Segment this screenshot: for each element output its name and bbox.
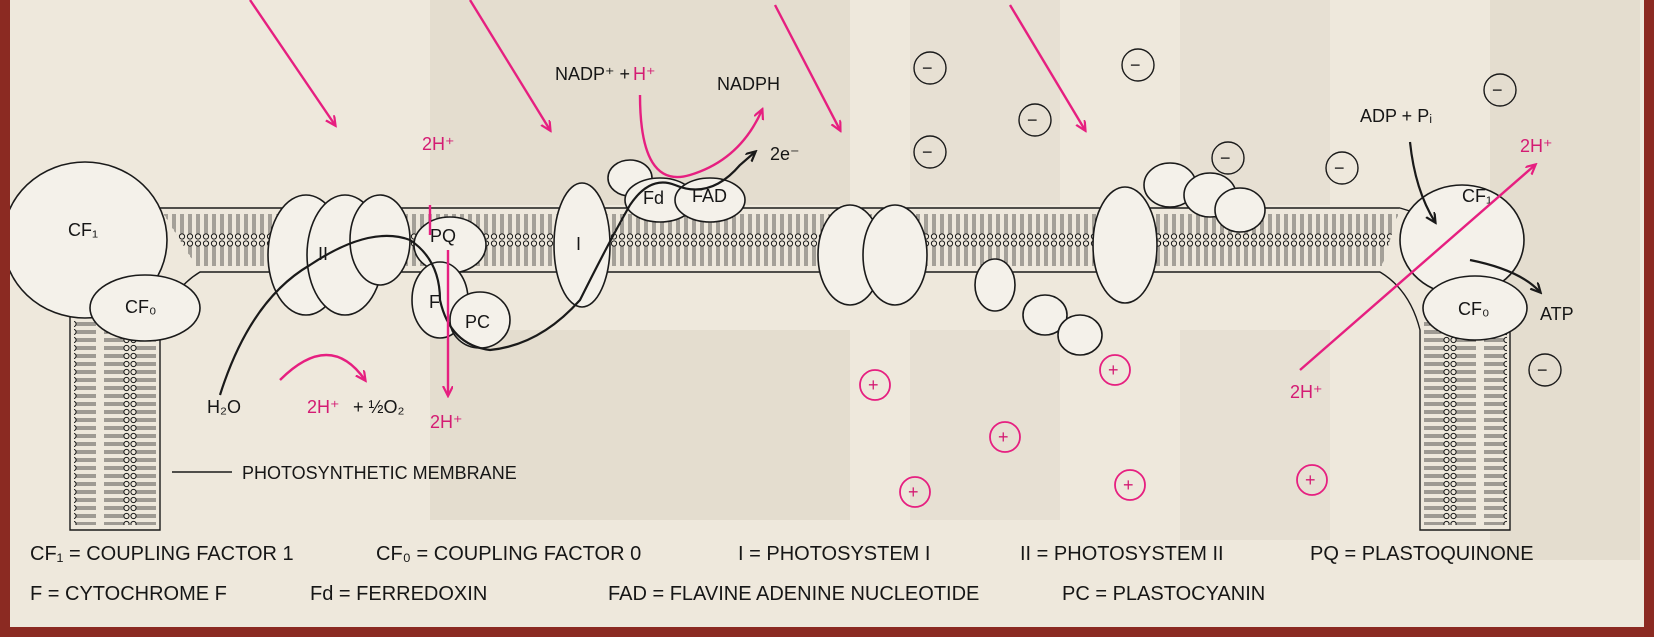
legend-fd: Fd = FERREDOXIN	[310, 583, 487, 605]
fd-label: Fd	[643, 188, 664, 208]
plus-sign: +	[1108, 360, 1119, 380]
membrane-label: PHOTOSYNTHETIC MEMBRANE	[242, 463, 517, 483]
minus-sign: −	[1130, 55, 1141, 75]
plus-sign: +	[868, 375, 879, 395]
legend-ps2: II = PHOTOSYSTEM II	[1020, 543, 1224, 565]
minus-sign: −	[1334, 158, 1345, 178]
minus-sign: −	[1220, 148, 1231, 168]
minus-sign: −	[1027, 110, 1038, 130]
legend-pq: PQ = PLASTOQUINONE	[1310, 543, 1534, 565]
legend-ps1: I = PHOTOSYSTEM I	[738, 543, 930, 565]
cf1-right-label: CF₁	[1462, 186, 1492, 206]
nadph-label: NADPH	[717, 74, 780, 94]
h2o-label: H₂O	[207, 397, 241, 417]
water-2h-label: 2H⁺	[307, 397, 340, 417]
pc-label: PC	[465, 312, 490, 332]
plus-sign: +	[908, 482, 919, 502]
legend-pc: PC = PLASTOCYANIN	[1062, 583, 1265, 605]
plus-sign: +	[1123, 475, 1134, 495]
right-2h-label: 2H⁺	[1520, 136, 1553, 156]
legend-f: F = CYTOCHROME F	[30, 583, 227, 605]
water-split-arrow	[280, 355, 365, 380]
legend-cf0: CF₀ = COUPLING FACTOR 0	[376, 543, 641, 565]
cf1-left-label: CF₁	[68, 220, 98, 240]
two-electrons-label: 2e⁻	[770, 144, 800, 164]
minus-sign: −	[1492, 80, 1503, 100]
nadp-label: NADP⁺ +	[555, 64, 630, 84]
adp-label: ADP + Pᵢ	[1360, 106, 1432, 126]
pq-label: PQ	[430, 226, 456, 246]
legend-cf1: CF₁ = COUPLING FACTOR 1	[30, 543, 294, 565]
lumen-2h-label: 2H⁺	[430, 412, 463, 432]
h-plus-label: H⁺	[633, 64, 656, 84]
legend-fad: FAD = FLAVINE ADENINE NUCLEOTIDE	[608, 583, 979, 605]
plus-sign: +	[1305, 470, 1316, 490]
minus-sign: −	[922, 58, 933, 78]
top-2h-label: 2H⁺	[422, 134, 455, 154]
cf0-right-label: CF₀	[1458, 299, 1489, 319]
legend: CF₁ = COUPLING FACTOR 1 CF₀ = COUPLING F…	[30, 543, 1534, 605]
half-o2-label: + ½O₂	[353, 397, 405, 417]
cf0-left-label: CF₀	[125, 297, 156, 317]
diagram-paper: CF₁ CF₀ II PQ F PC I Fd FAD	[10, 0, 1644, 627]
ps1-label: I	[576, 234, 581, 254]
f-label: F	[429, 292, 440, 312]
right-low-2h-label: 2H⁺	[1290, 382, 1323, 402]
plus-sign: +	[998, 427, 1009, 447]
minus-sign: −	[1537, 360, 1548, 380]
atp-label: ATP	[1540, 304, 1574, 324]
photosynthetic-membrane-diagram: CF₁ CF₀ II PQ F PC I Fd FAD	[10, 0, 1644, 627]
minus-sign: −	[922, 142, 933, 162]
